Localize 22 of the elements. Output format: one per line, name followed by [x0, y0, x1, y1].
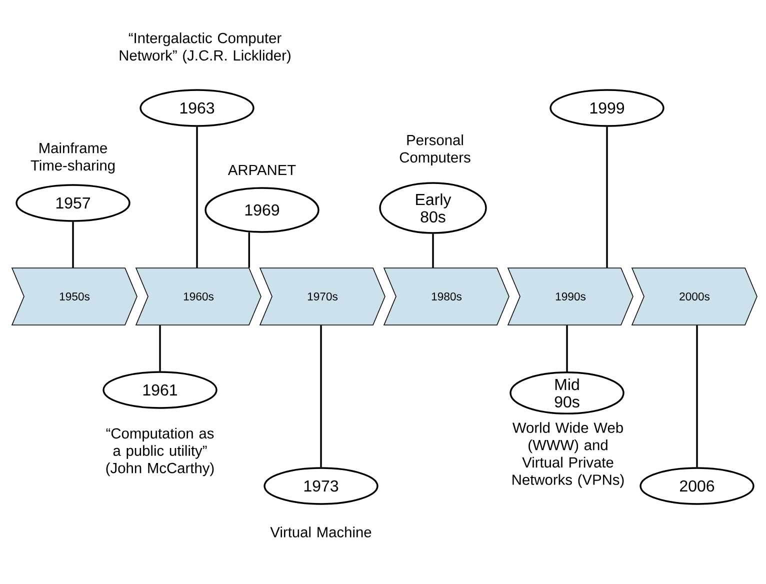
event-caption: Personal Computers	[400, 134, 470, 166]
connector-line	[320, 325, 322, 468]
connector-line	[566, 325, 568, 372]
event-caption: “Intergalactic Computer Network” (J.C.R. Licklider)	[120, 32, 290, 64]
event-caption: “Computation as a public utility” (John McCarthy)	[106, 428, 214, 476]
connector-line	[196, 126, 198, 268]
chevron-box: 1950s	[11, 268, 138, 326]
chevron-box: 2000s	[631, 268, 758, 326]
connector-line	[432, 234, 434, 268]
connector-line	[72, 222, 74, 268]
chevron-box: 1980s	[383, 268, 510, 326]
event-caption: Virtual Machine	[270, 526, 372, 538]
chevron-box: 1970s	[259, 268, 386, 326]
event-caption: ARPANET	[228, 164, 296, 176]
connector-line	[248, 232, 250, 268]
chevron-box: 1990s	[507, 268, 634, 326]
connector-line	[159, 325, 161, 372]
connector-line	[696, 325, 698, 468]
event-caption: World Wide Web (WWW) and Virtual Private Networks (VPNs)	[512, 422, 624, 488]
event-caption: Mainframe Time-sharing	[30, 142, 115, 174]
connector-line	[606, 126, 608, 268]
chevron-box: 1960s	[135, 268, 262, 326]
